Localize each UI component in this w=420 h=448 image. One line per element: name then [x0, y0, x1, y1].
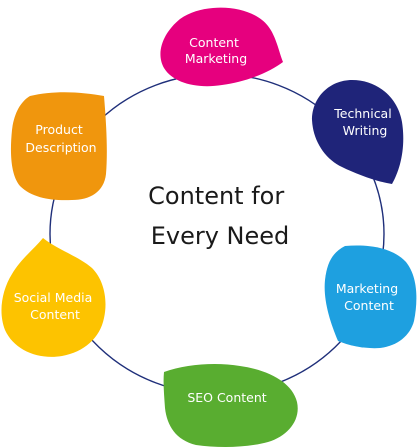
node-social-media-content: Social Media Content [1, 238, 106, 357]
node-social-media-content-label-line1: Social Media [14, 290, 93, 305]
svg-text:SEO Content: SEO Content [187, 390, 266, 405]
node-content-marketing-label-line1: Content [189, 35, 239, 50]
node-seo-content: SEO Content [163, 364, 298, 447]
node-marketing-content-blob [324, 245, 417, 349]
svg-text:Social Media Content: Social Media Content [14, 290, 97, 322]
node-seo-content-label-line1: SEO Content [187, 390, 266, 405]
node-social-media-content-blob [1, 238, 106, 357]
node-product-description: Product Description [10, 92, 107, 201]
node-technical-writing-label-line2: Writing [343, 123, 388, 138]
svg-text:Technical Writing: Technical Writing [333, 106, 395, 138]
node-product-description-blob [10, 92, 107, 201]
node-technical-writing-label-line1: Technical [333, 106, 391, 121]
center-title: Content for Every Need [148, 182, 292, 250]
svg-text:Content Marketing: Content Marketing [185, 35, 247, 66]
node-marketing-content: Marketing Content [324, 245, 417, 349]
node-marketing-content-label-line2: Content [344, 298, 394, 313]
node-technical-writing-blob [312, 80, 404, 184]
node-technical-writing: Technical Writing [312, 80, 404, 184]
node-content-marketing: Content Marketing [160, 7, 283, 87]
node-content-marketing-label-line2: Marketing [185, 51, 247, 66]
svg-text:Product Description: Product Description [25, 122, 96, 155]
node-content-marketing-blob [160, 7, 283, 87]
node-product-description-label-line1: Product [35, 122, 83, 137]
node-seo-content-blob [163, 364, 298, 447]
svg-text:Marketing Content: Marketing Content [336, 281, 402, 313]
center-title-line1: Content for [148, 182, 284, 210]
node-social-media-content-label-line2: Content [30, 307, 80, 322]
node-product-description-label-line2: Description [25, 140, 96, 155]
center-title-line2: Every Need [151, 222, 290, 250]
node-marketing-content-label-line1: Marketing [336, 281, 398, 296]
